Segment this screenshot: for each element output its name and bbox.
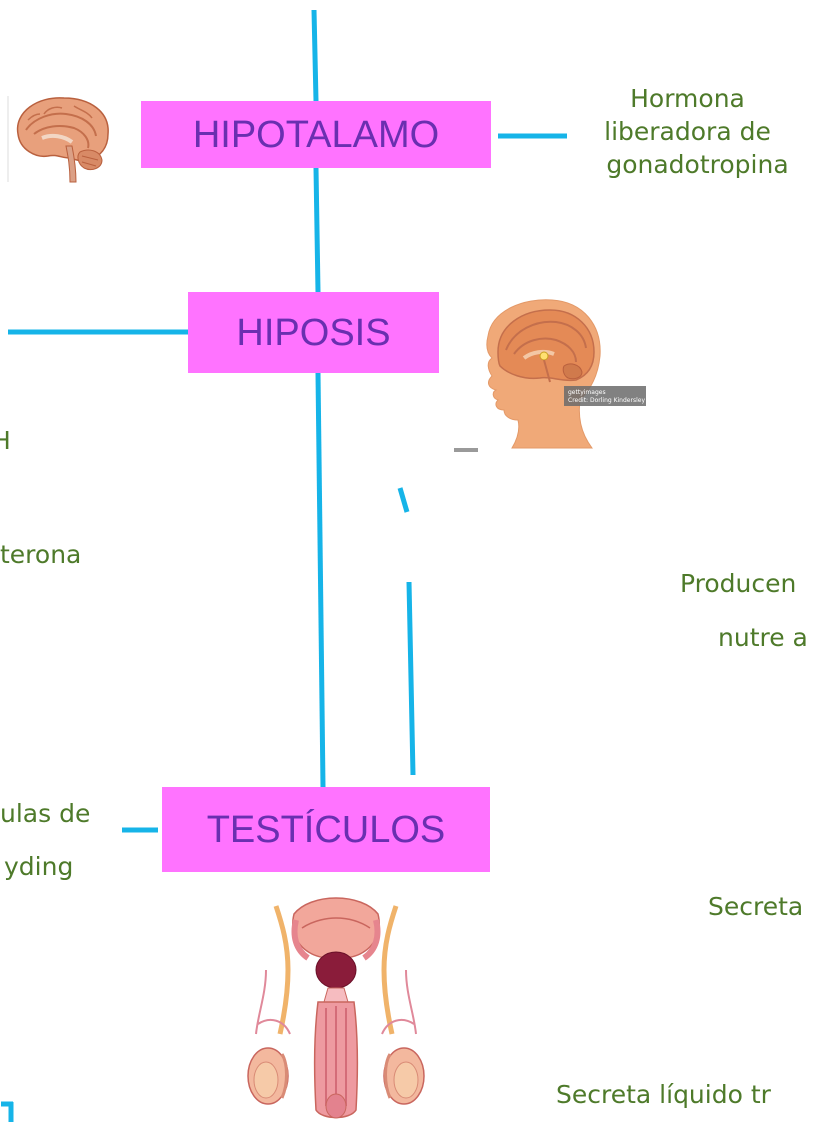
male-reproductive-system-icon [247, 897, 425, 1119]
watermark-line-1: gettyimages [568, 389, 606, 396]
line-top-to-hipotalamo [311, 9, 319, 102]
h-fragment-label: H [0, 426, 11, 455]
brain-icon [7, 96, 109, 183]
secreta-liquido-label: Secreta líquido tr [556, 1080, 771, 1109]
hormona-line-1: Hormona [630, 84, 745, 113]
line-hipotalamo-to-hiposis [313, 167, 321, 293]
hormona-line-2: liberadora de [604, 117, 771, 146]
ulas-de-label: ulas de [0, 799, 91, 828]
hiposis-box: HIPOSIS [188, 292, 439, 373]
hiposis-label: HIPOSIS [236, 311, 391, 354]
hormona-line-3: gonadotropina [606, 150, 789, 179]
yding-label: yding [4, 852, 74, 881]
terona-fragment-label: terona [0, 540, 82, 569]
hormona-label: Hormona liberadora de gonadotropina [585, 82, 819, 181]
testiculos-label: TESTÍCULOS [206, 808, 446, 851]
testiculos-box: TESTÍCULOS [162, 787, 490, 872]
line-left-vertical [406, 581, 416, 776]
watermark-line-2: Credit: Dorling Kindersley [568, 397, 645, 404]
secreta-label: Secreta [708, 892, 804, 921]
producen-label: Producen [680, 569, 797, 598]
line-hiposis-to-testiculos [315, 372, 326, 788]
line-slant-left [397, 487, 410, 513]
hipotalamo-label: HIPOTALAMO [192, 113, 440, 156]
hipotalamo-box: HIPOTALAMO [141, 101, 491, 168]
nutre-a-label: nutre a [718, 623, 808, 652]
head-profile-icon: gettyimages Credit: Dorling Kindersley [454, 299, 646, 452]
